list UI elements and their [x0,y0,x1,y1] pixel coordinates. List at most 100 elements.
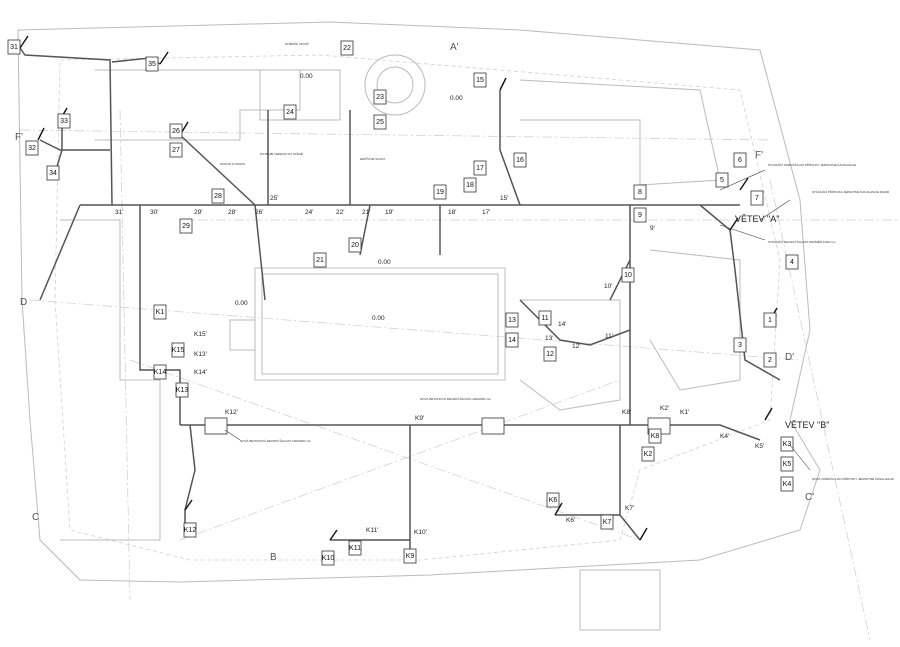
node-tag: 18 [466,182,474,189]
pipe-station-label: K9' [415,415,424,422]
pipe-station-label: 31' [115,209,123,216]
annotations: STÁVAJÍCÍ ODBOČKA DO PŘÍPOJKY JEDNOTNÉ K… [220,41,894,481]
pipe-station-label: K13' [194,351,207,358]
room-label: 0.00 [450,95,463,102]
note: NOVÁ BETONOVÁ REVIZNÍ ŠACHTA 1000x800 mm [240,438,312,443]
node-tag: 28 [214,193,222,200]
node-tag: K1 [156,309,165,316]
node-tag-box [785,254,799,270]
note: NOVÁ BETONOVÁ REVIZNÍ ŠACHTA 1000x800 mm [420,396,492,401]
node-tag-box [733,337,747,353]
note: POTRUBÍ VEDENO PO STĚNĚ [260,151,303,156]
node-tag: K9 [406,553,415,560]
node-tag-box [513,152,527,168]
pipe-station-label: 15' [500,195,508,202]
node-tag-box [433,184,447,200]
node-tag: K5 [783,461,792,468]
node-tag-box [763,352,777,368]
node-tag: K13 [176,387,189,394]
node-tag: 10 [624,272,632,279]
node-tag-box [543,346,557,362]
sewer-pipes [19,47,781,555]
pipe-station-label: K14' [194,369,207,376]
pipe-station-label: 12' [572,343,580,350]
pipe-station-label: K5' [755,443,764,450]
node-tag-box [153,364,167,380]
node-tag-box [780,436,794,452]
node-tag-box [46,165,60,181]
node-tag: 6 [738,157,742,164]
node-tag: 24 [286,109,294,116]
pipe-station-label: 18' [448,209,456,216]
pipe-station-label: K8' [622,409,631,416]
node-tag: 2 [768,357,772,364]
pipe-station-label: 13' [545,335,553,342]
pipe-station-label: K4' [720,433,729,440]
pipe-station-label: 22' [336,209,344,216]
node-tag: 8 [638,189,642,196]
branch-a-label: VĚTEV "A" [735,214,779,224]
node-tag-box [546,492,560,508]
node-tag: K3 [783,441,792,448]
node-tag-box [473,160,487,176]
room-label: 0.00 [300,73,313,80]
section-marker: F' [15,132,23,143]
pipe-station-label: K15' [194,331,207,338]
pipe-station-label: 14' [558,321,566,328]
node-tag: K2 [644,451,653,458]
pipe-station-label: 9' [650,225,655,232]
node-tag: 29 [182,223,190,230]
node-tag: 35 [148,61,156,68]
node-tag-box [763,312,777,328]
node-tag: 25 [376,119,384,126]
node-tag: 16 [516,157,524,164]
node-tag: 7 [755,195,759,202]
node-tag: K14 [154,369,167,376]
node-tag-box [169,142,183,158]
node-tag: 17 [476,165,484,172]
node-tag-box [373,89,387,105]
note: STŘEŠNÍ VPUSŤ [285,41,309,46]
node-tag-box [283,104,297,120]
node-tag: 3 [738,342,742,349]
node-tag: K10 [322,555,335,562]
node-tag-box [340,40,354,56]
section-marker: D' [785,352,794,363]
node-tag-box [145,56,159,72]
pipe-station-label: K2' [660,405,669,412]
node-tag: 21 [316,257,324,264]
node-tag: 12 [546,351,554,358]
node-tag-box [600,514,614,530]
node-tag-box [648,428,662,444]
room-label: 0.00 [372,315,385,322]
node-tag-box [373,114,387,130]
note: STÁVAJÍCÍ REVIZNÍ ŠACHTA PRŮMĚR 1000 mm [768,239,836,244]
pipe-station-label: 26' [255,209,263,216]
pipe-station-label: 17' [482,209,490,216]
pipe-station-label: 24' [305,209,313,216]
node-tag: K15 [172,347,185,354]
pipe-station-label: 30' [150,209,158,216]
pipe-station-label: K11' [366,527,378,534]
node-tag-box [153,304,167,320]
pipe-station-label: 28' [228,209,236,216]
node-tag: 14 [508,337,516,344]
node-tag: K7 [603,519,612,526]
room-label: 0.00 [235,300,248,307]
node-tag-box [313,252,327,268]
section-marker: C [32,512,39,523]
section-marker: A' [450,42,459,53]
node-tag: 4 [790,259,794,266]
node-tag-box [715,172,729,188]
node-tags: 3135333234262728292223251920212418151617… [7,39,799,566]
node-tag-box [348,237,362,253]
node-tag-box [750,190,764,206]
section-marker: D [20,297,27,308]
node-tag-box [211,188,225,204]
node-tag: 22 [343,45,351,52]
node-tag-box [505,312,519,328]
node-tag: 26 [172,128,180,135]
node-tag-box [183,522,197,538]
node-tag-box [403,548,417,564]
